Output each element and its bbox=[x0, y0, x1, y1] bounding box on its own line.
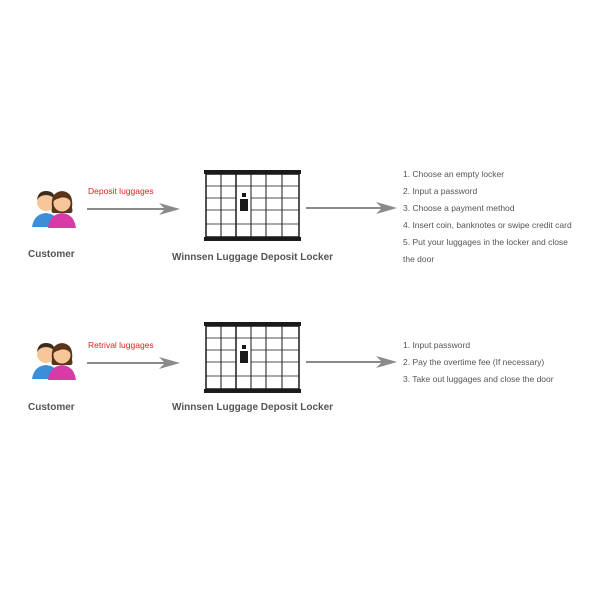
arrow-icon bbox=[87, 357, 180, 369]
deposit-steps-list: 1. Choose an empty locker 2. Input a pas… bbox=[403, 166, 572, 268]
step-item: 5. Put your luggages in the locker and c… bbox=[403, 237, 568, 247]
step-item: 3. Choose a payment method bbox=[403, 203, 515, 213]
step-item: the door bbox=[403, 254, 435, 264]
locker-caption: Winnsen Luggage Deposit Locker bbox=[172, 402, 334, 413]
locker-icon bbox=[204, 322, 301, 393]
deposit-flow-row: Customer Deposit luggages Winnsen Luggag… bbox=[28, 166, 572, 268]
step-item: 3. Take out luggages and close the door bbox=[403, 374, 554, 384]
step-item: 2. Pay the overtime fee (If necessary) bbox=[403, 357, 545, 367]
retrieval-steps-list: 1. Input password 2. Pay the overtime fe… bbox=[403, 337, 554, 388]
step-item: 2. Input a password bbox=[403, 186, 478, 196]
arrow-icon bbox=[87, 203, 180, 215]
arrow-icon bbox=[306, 356, 397, 368]
retrieval-flow-row: Customer Retrival luggages Winnsen Lugga… bbox=[0, 300, 600, 600]
customer-icon bbox=[32, 191, 76, 228]
customer-label: Customer bbox=[28, 249, 75, 260]
step-item: 4. Insert coin, banknotes or swipe credi… bbox=[403, 220, 572, 230]
step-item: 1. Input password bbox=[403, 340, 471, 350]
customer-label: Customer bbox=[28, 402, 75, 413]
locker-icon bbox=[204, 170, 301, 241]
arrow-icon bbox=[306, 202, 397, 214]
locker-caption: Winnsen Luggage Deposit Locker bbox=[172, 252, 334, 263]
step-item: 1. Choose an empty locker bbox=[403, 169, 505, 179]
deposit-action-label: Deposit luggages bbox=[88, 186, 154, 196]
customer-icon bbox=[32, 343, 76, 380]
retrieval-action-label: Retrival luggages bbox=[88, 340, 154, 350]
